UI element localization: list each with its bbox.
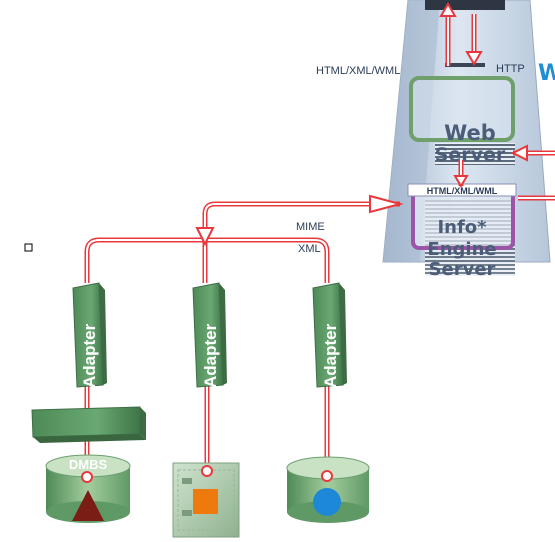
web-server-title-2: Server [435, 144, 506, 166]
adapter-1-label: Adapter [80, 323, 99, 388]
web-server-title-1: Web [444, 121, 496, 145]
database-cylinder-right [286, 456, 370, 523]
link-node-right [321, 470, 333, 482]
database-label: DMBS [69, 457, 108, 472]
square-icon [193, 489, 218, 514]
web-server-vents [435, 143, 515, 165]
arrow-left-web-icon [510, 144, 528, 162]
web-server-box [409, 76, 515, 142]
label-mime: MIME [296, 221, 325, 233]
label-w-mark: W [538, 61, 555, 86]
arrow-heads [195, 2, 528, 247]
horizontal-slab [31, 406, 146, 443]
arrow-down-bus-icon [195, 227, 215, 247]
device-box-middle [172, 462, 240, 538]
engine-title-1: Info* [437, 217, 487, 238]
label-html-xml-wml: HTML/XML/WML [316, 65, 400, 77]
adapter-3: Adapter [312, 282, 347, 388]
adapter-3-label: Adapter [321, 323, 340, 388]
engine-title-2: Engine [427, 239, 496, 260]
connector-inner [86, 14, 555, 475]
triangle-icon [72, 490, 104, 521]
arrow-into-engine-icon [369, 194, 404, 214]
link-node-left [81, 471, 93, 483]
engine-header-label: HTML/XML/WML [427, 186, 498, 196]
engine-title-3: Server [429, 259, 496, 280]
database-cylinder-left: DMBS [45, 454, 131, 523]
adapter-2: Adapter [192, 282, 227, 388]
server-top-slot [425, 0, 505, 10]
circle-icon [313, 488, 341, 516]
slot-line [445, 63, 485, 67]
adapter-2-label: Adapter [201, 323, 220, 388]
label-xml: XML [298, 243, 321, 255]
arrow-web-engine-icon [453, 175, 469, 188]
label-http: HTTP [496, 63, 525, 75]
corner-marker [24, 243, 33, 252]
adapter-1: Adapter [72, 282, 107, 388]
arrow-up-icon [439, 2, 457, 17]
arrow-down-icon [465, 51, 483, 66]
link-node-middle [201, 465, 213, 477]
